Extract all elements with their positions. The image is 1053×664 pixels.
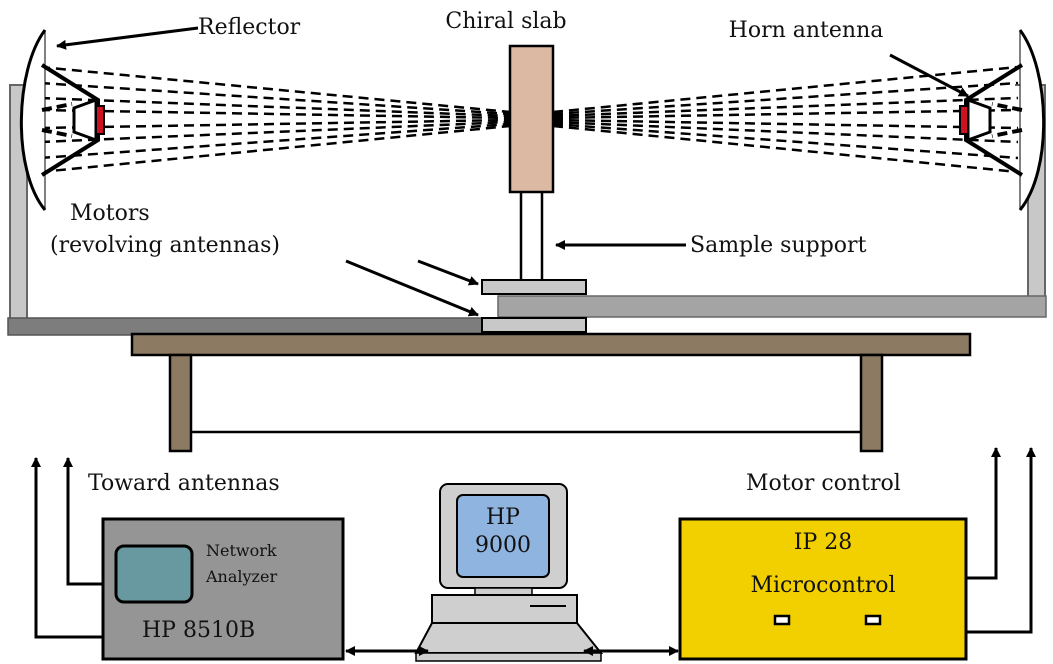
analyzer-screen [114,544,194,604]
controller-model: IP 28 [794,530,852,555]
left-antenna-assembly [19,29,105,211]
right-horn-mouth [959,105,969,135]
analyzer-antenna-leads [31,457,103,639]
controller-led-left [773,614,791,626]
rotary-stage-upper [481,279,587,295]
keyboard [414,622,604,654]
computer-label-line1: HP [486,505,520,530]
reflector-arrow [56,26,199,50]
monitor-stand [474,587,533,596]
bench-frame [7,84,1047,336]
sample-assembly [481,44,587,333]
motor-arrow-upper [417,259,479,286]
chiral-slab [508,44,555,194]
microcontroller: IP 28 Microcontrol [678,517,968,661]
hp-computer: HP 9000 [414,483,604,662]
motor-arrow-lower [345,259,479,317]
left-reflector [19,29,47,211]
motors-label: Motors [70,201,150,226]
controller-name: Microcontrol [750,573,895,598]
horn-antenna-label: Horn antenna [729,18,884,43]
motors-sublabel: (revolving antennas) [50,233,280,258]
analyzer-model: HP 8510B [142,618,255,643]
table-right-leg [859,353,884,453]
controller-led-right [864,614,882,626]
controller-motor-leads [966,447,1036,634]
computer-label-line2: 9000 [475,533,531,558]
analyzer-title-line1: Network [206,541,277,560]
left-horn-mouth [95,105,105,135]
table-top [130,332,972,357]
sample-support-label: Sample support [690,233,867,258]
analyzer-title-line2: Analyzer [205,567,277,586]
table [130,332,972,453]
reflector-label: Reflector [198,15,301,40]
table-left-leg [168,353,193,453]
controller-body [678,517,968,661]
annotation-arrows [56,26,969,317]
bench-left-base [7,317,499,336]
cpu-unit [431,594,578,624]
toward-antennas-label: Toward antennas [88,471,280,496]
bench-right-base [497,295,1047,318]
horn-antenna-arrow [889,53,969,98]
beam-rays [39,65,1019,174]
right-antenna-assembly [959,29,1046,211]
network-analyzer: Network Analyzer HP 8510B [101,517,345,661]
monitor-screen [456,494,550,578]
keyboard-base [415,652,602,662]
motor-control-label: Motor control [746,471,901,496]
right-reflector [1018,29,1046,211]
chiral-slab-label: Chiral slab [445,9,566,34]
rotary-stage-lower [481,317,587,333]
